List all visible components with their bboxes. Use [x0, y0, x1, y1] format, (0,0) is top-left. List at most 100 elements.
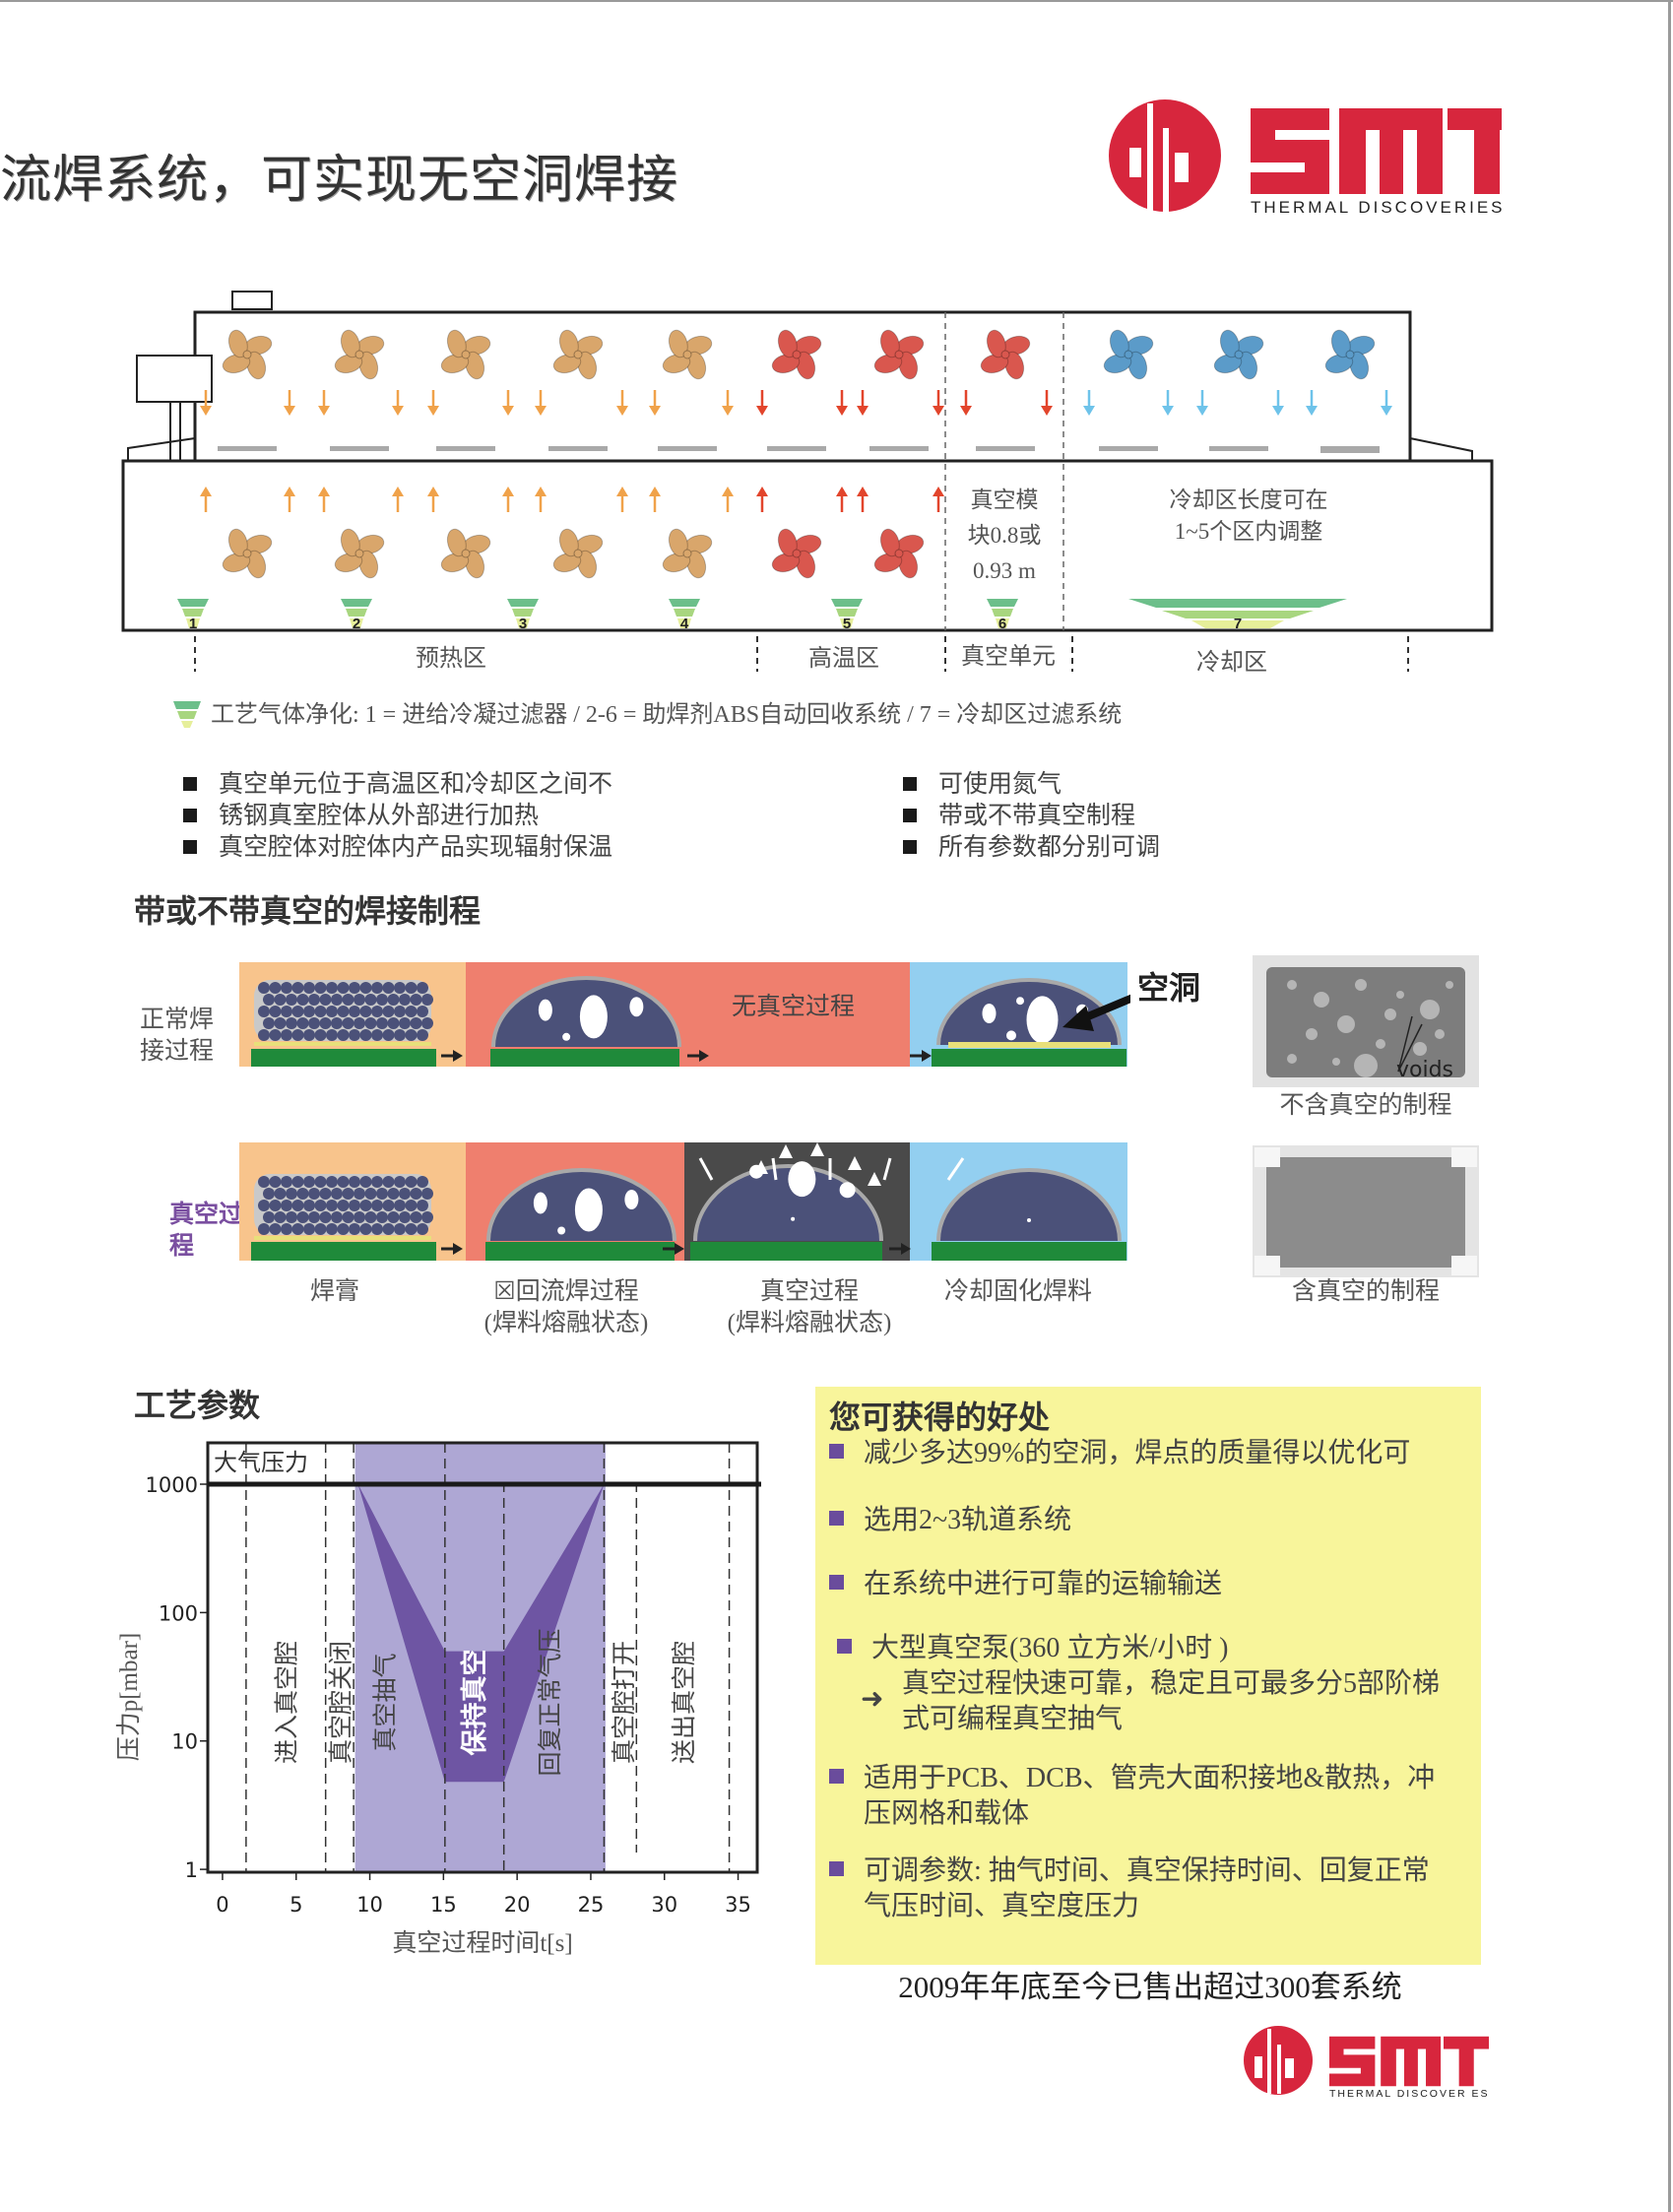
feature-item: 锈钢真室腔体从外部进行加热 — [183, 796, 539, 831]
xray-without-caption: 不含真空的制程 — [1279, 1092, 1452, 1119]
note-line: 真空模 — [970, 488, 1039, 512]
phase-label: 真空抽气 — [371, 1653, 400, 1751]
fan-icon — [552, 329, 604, 380]
solder-ball — [263, 1017, 275, 1029]
arrow-up-icon — [779, 1144, 793, 1158]
arrow-right-icon — [441, 1243, 463, 1255]
feature-item: 可使用氮气 — [903, 764, 1062, 800]
pressure-envelope — [357, 1484, 605, 1783]
filter-number: 4 — [680, 616, 689, 632]
solder-ball — [382, 1223, 395, 1235]
solder-ball — [382, 982, 395, 994]
benefit-text: 减少多达99%的空洞，焊点的质量得以优化可 — [864, 1438, 1411, 1468]
solder-ball — [376, 1017, 388, 1029]
void — [1026, 996, 1059, 1044]
solder-ball — [269, 1176, 282, 1188]
benefit-text: 选用2~3轨道系统 — [864, 1505, 1072, 1535]
arrow-right-icon — [889, 1243, 911, 1255]
void — [839, 1182, 856, 1199]
fan-icon — [222, 528, 273, 579]
benefit-item: 在系统中进行可靠的运输输送 — [829, 1567, 1222, 1602]
no-vacuum-text: 无真空过程 — [732, 994, 856, 1020]
fan-icon — [334, 528, 385, 579]
solder-ball — [303, 1029, 315, 1041]
solder-ball — [342, 1211, 354, 1223]
x-tick-label: 5 — [290, 1893, 302, 1917]
arrow-down-icon — [1162, 390, 1174, 416]
arrow-down-icon — [284, 390, 295, 416]
row-normal-label: 正常焊接过程 — [140, 1007, 215, 1065]
arrow-down-icon — [1306, 390, 1318, 416]
solder-ball — [303, 982, 315, 994]
gas-purification-legend: 工艺气体净化: 1 = 进给冷凝过滤器 / 2-6 = 助焊剂ABS自动回收系统… — [211, 702, 1123, 728]
void-pointer-arrow — [1062, 994, 1130, 1031]
solder-ball — [382, 1006, 395, 1017]
solder-ball — [371, 1200, 383, 1211]
solder-ball — [342, 994, 354, 1006]
solder-ball — [308, 1211, 320, 1223]
arrow-up-icon — [868, 1172, 881, 1186]
solder-ball — [405, 1200, 418, 1211]
benefit-text: 适用于PCB、DCB、管壳大面积接地&散热，冲压网格和载体 — [864, 1763, 1436, 1829]
arrow-right-icon — [910, 1050, 932, 1062]
void — [1016, 997, 1024, 1006]
y-tick-label: 1000 — [146, 1473, 198, 1497]
phase-label: 回复正常气压 — [536, 1628, 564, 1776]
caption-line: 焊膏 — [309, 1278, 360, 1305]
pad — [948, 1042, 1111, 1048]
solder-ball — [387, 994, 400, 1006]
x-tick-label: 20 — [504, 1893, 531, 1917]
gas-escape-arrow — [882, 1157, 892, 1181]
substrate — [485, 1242, 675, 1261]
solder-ball — [376, 994, 388, 1006]
note-line: 1~5个区内调整 — [1174, 519, 1323, 544]
solder-ball — [354, 994, 365, 1006]
void — [1354, 1054, 1378, 1077]
solder-ball — [308, 1017, 320, 1029]
zone-cooling: 冷却区 — [1196, 650, 1267, 676]
solder-ball — [291, 1176, 304, 1188]
fan-icon — [1103, 329, 1154, 380]
y-axis-label: 压力p[mbar] — [115, 1633, 143, 1762]
fan-icon — [980, 329, 1031, 380]
y-tick-label: 100 — [159, 1601, 198, 1625]
solder-ball — [326, 1006, 338, 1017]
solder-ball — [421, 994, 433, 1006]
filter-funnel-icon — [669, 599, 700, 628]
cooling-zone-note: 冷却区长度可在 1~5个区内调整 — [1170, 485, 1328, 548]
solder-ball — [417, 1029, 428, 1041]
void — [1287, 980, 1297, 990]
plot-frame — [206, 1441, 759, 1874]
arrow-up-icon — [318, 487, 330, 512]
solder-ball — [405, 1176, 418, 1188]
arrow-down-icon — [427, 390, 439, 416]
control-box — [136, 355, 213, 403]
solder-ball — [337, 982, 350, 994]
arrow-down-icon — [649, 390, 661, 416]
atmosphere-label: 大气压力 — [214, 1450, 308, 1476]
solder-ball — [405, 1029, 418, 1041]
solder-ball — [417, 1176, 428, 1188]
svg-text:THERMAL DISCOVER ES: THERMAL DISCOVER ES — [1329, 2088, 1489, 2100]
fan-icon — [440, 329, 491, 380]
void — [1446, 981, 1453, 989]
solder-ball — [417, 1223, 428, 1235]
solder-ball — [314, 1223, 327, 1235]
solder-ball — [303, 1200, 315, 1211]
conveyor-plate — [1099, 446, 1158, 451]
solder-ball — [349, 1176, 360, 1188]
solder-ball — [331, 1188, 343, 1200]
bullet-icon — [829, 1575, 844, 1590]
solder-ball — [314, 1006, 327, 1017]
solder-ball — [314, 982, 327, 994]
solder-ball — [421, 1211, 433, 1223]
void — [538, 999, 552, 1021]
step-caption: ☒回流焊过程(焊料熔融状态) — [484, 1276, 649, 1339]
voids-label: voids — [1396, 1058, 1454, 1082]
fan-icon — [1213, 329, 1264, 380]
solder-ball — [296, 994, 309, 1006]
process-heading: 带或不带真空的焊接制程 — [134, 892, 482, 930]
caption-line: (焊料熔融状态) — [727, 1310, 892, 1336]
arrow-down-icon — [502, 390, 514, 416]
